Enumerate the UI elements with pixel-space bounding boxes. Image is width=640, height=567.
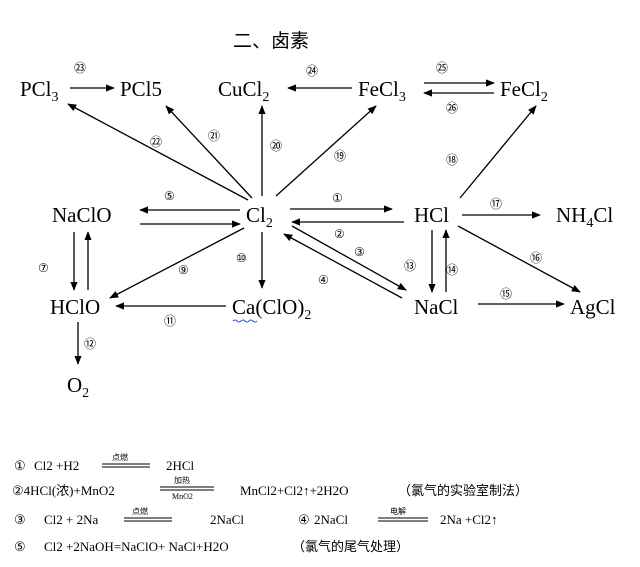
compound-pcl5: PCl5	[120, 77, 162, 101]
compound-cl2: Cl2	[246, 203, 273, 231]
label-26: ㉖	[446, 101, 458, 115]
arrow-3	[291, 225, 407, 291]
compound-naclo: NaClO	[52, 203, 112, 227]
label-1: ①	[332, 191, 343, 205]
label-21: ㉑	[208, 129, 220, 143]
label-10: ⑩	[236, 251, 247, 265]
compound-agcl: AgCl	[570, 295, 616, 319]
label-25: ㉕	[436, 61, 448, 75]
eq2-right: MnCl2+Cl2↑+2H2O	[240, 483, 349, 498]
label-20: ⑳	[270, 139, 282, 153]
compound-hcl: HCl	[414, 203, 449, 227]
eq2-note: （氯气的实验室制法）	[398, 483, 528, 498]
arrow-16	[457, 225, 581, 293]
label-15: ⑮	[500, 287, 512, 301]
label-24: ㉔	[306, 64, 318, 78]
eq3-cond: 点燃	[132, 506, 148, 516]
label-22: ㉒	[150, 135, 162, 149]
eq4-right: 2Na +Cl2↑	[440, 512, 498, 527]
label-17: ⑰	[490, 197, 502, 211]
compound-nacl: NaCl	[414, 295, 458, 319]
diagram-title: 二、卤素	[233, 30, 309, 52]
label-4: ④	[318, 273, 329, 287]
wavy-underline	[232, 319, 258, 323]
arrow-21	[165, 105, 253, 199]
arrow-19	[275, 105, 377, 197]
compound-o2: O2	[67, 373, 89, 401]
label-7: ⑦	[38, 261, 49, 275]
eq3-num: ③	[14, 512, 26, 527]
label-23: ㉓	[74, 61, 86, 75]
eq1-left: Cl2 +H2	[34, 458, 79, 473]
label-18: ⑱	[446, 153, 458, 167]
arrow-22	[67, 103, 249, 201]
eq2-cond-bottom: MnO2	[172, 492, 193, 501]
label-5: ⑤	[164, 189, 175, 203]
equations: ① Cl2 +H2 点燃 2HCl ②4HCl(浓)+MnO2 加热 MnO2 …	[12, 452, 528, 554]
label-2: ②	[334, 227, 345, 241]
arrow-18	[459, 105, 537, 199]
label-12: ⑫	[84, 337, 96, 351]
label-3: ③	[354, 245, 365, 259]
label-16: ⑯	[530, 251, 542, 265]
label-13: ⑬	[404, 259, 416, 273]
eq4-num: ④	[298, 512, 310, 527]
arrow-9	[109, 227, 245, 299]
eq1-cond: 点燃	[112, 452, 128, 462]
compound-cucl2: CuCl2	[218, 77, 269, 105]
compound-nh4cl: NH4Cl	[556, 203, 613, 231]
eq3-left: Cl2 + 2Na	[44, 512, 99, 527]
arrow-4	[283, 233, 403, 299]
eq1-right: 2HCl	[166, 458, 195, 473]
compound-pcl3: PCl3	[20, 77, 59, 105]
label-19: ⑲	[334, 149, 346, 163]
eq4-cond: 电解	[390, 506, 406, 516]
label-14: ⑭	[446, 263, 458, 277]
eq1-num: ①	[14, 458, 26, 473]
compound-caclo2: Ca(ClO)2	[232, 295, 311, 323]
eq2-cond-top: 加热	[174, 475, 190, 485]
compound-hclo: HClO	[50, 295, 100, 319]
compound-fecl2: FeCl2	[500, 77, 548, 105]
eq2-left: ②4HCl(浓)+MnO2	[12, 483, 115, 498]
label-11: ⑪	[164, 314, 176, 328]
label-9: ⑨	[178, 263, 189, 277]
eq5-note: （氯气的尾气处理）	[292, 539, 409, 554]
eq5-num: ⑤	[14, 539, 26, 554]
eq3-right: 2NaCl	[210, 512, 244, 527]
eq4-left: 2NaCl	[314, 512, 348, 527]
eq5-text: Cl2 +2NaOH=NaClO+ NaCl+H2O	[44, 539, 229, 554]
compound-fecl3: FeCl3	[358, 77, 406, 105]
